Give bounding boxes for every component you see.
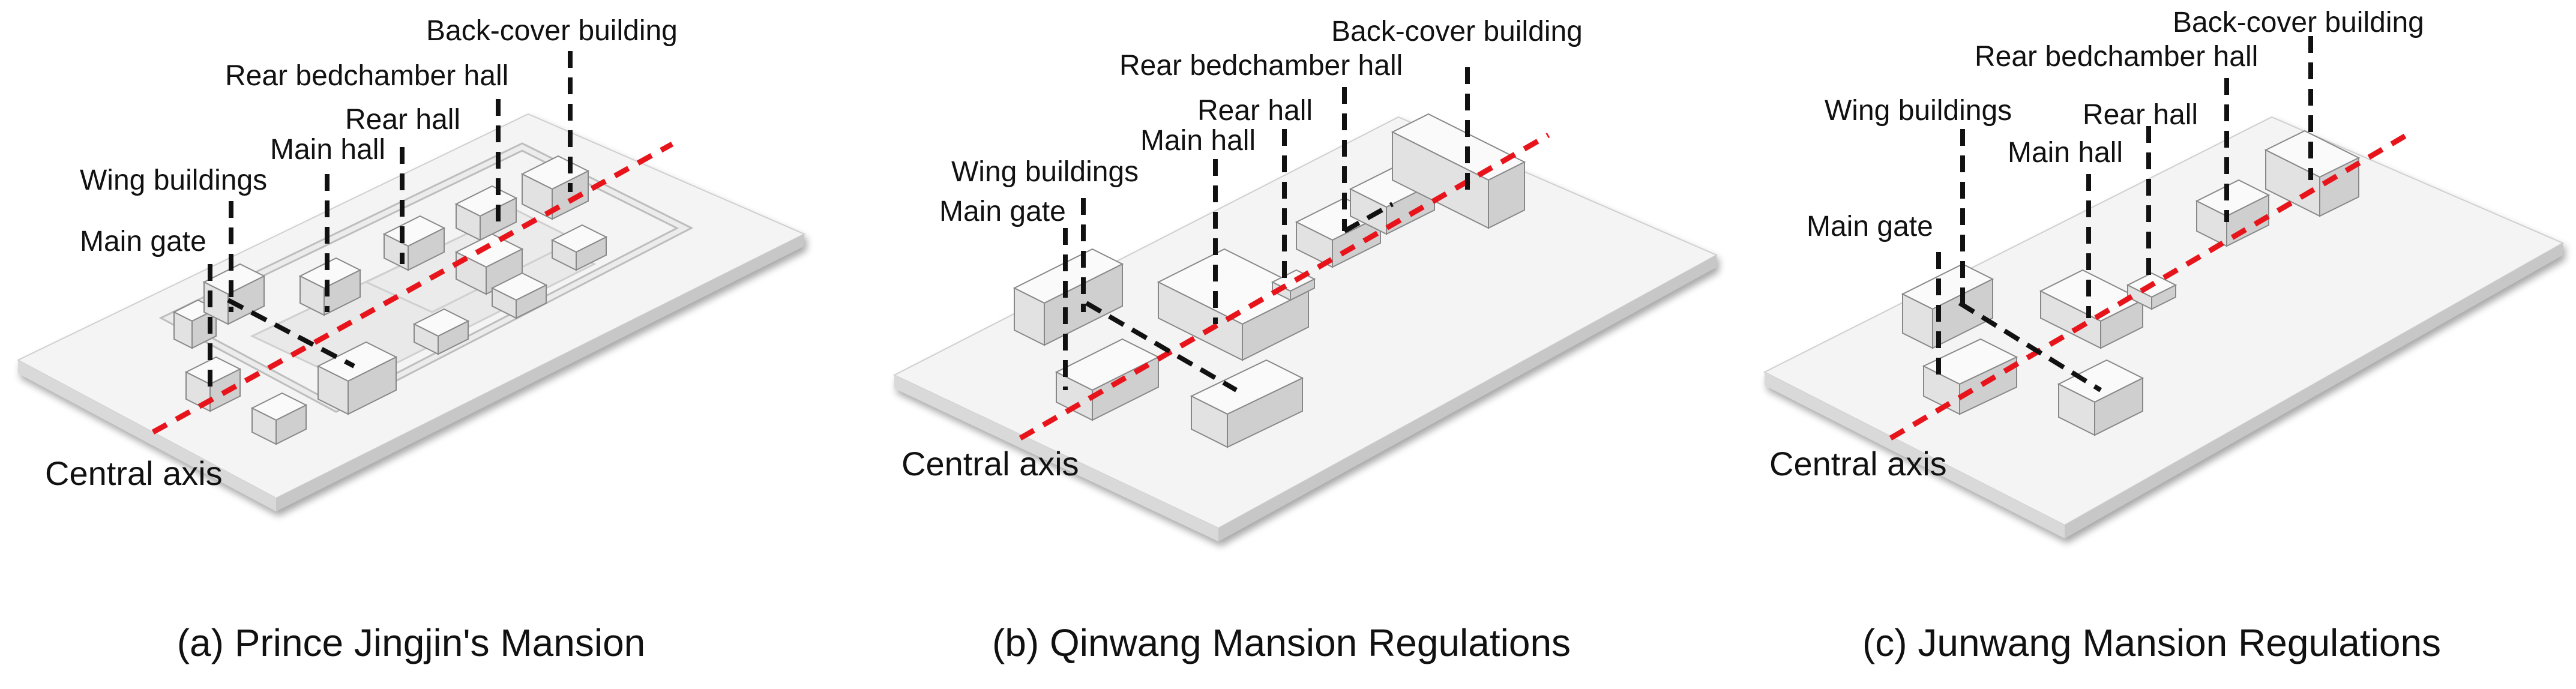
wing-building-b — [1190, 359, 1304, 448]
caption-b: (b) Qinwang Mansion Regulations — [992, 621, 1571, 664]
building — [250, 392, 308, 445]
building — [550, 224, 608, 271]
label-wing-buildings-a: Wing buildings — [80, 164, 267, 196]
label-wing-buildings-c: Wing buildings — [1825, 95, 2012, 127]
central-axis-line-a — [151, 142, 674, 435]
central-axis-line-c — [1889, 133, 2409, 441]
label-main-hall-a: Main hall — [270, 134, 385, 166]
label-main-gate-c: Main gate — [1807, 211, 1933, 242]
label-rear-hall-c: Rear hall — [2083, 99, 2198, 131]
label-central-axis-c: Central axis — [1769, 445, 1947, 483]
wing-building-c — [1922, 338, 2018, 415]
building — [454, 185, 518, 241]
caption-c: (c) Junwang Mansion Regulations — [1862, 621, 2441, 664]
buildings-b — [1013, 113, 1526, 448]
building — [316, 341, 398, 415]
label-main-hall-c: Main hall — [2008, 137, 2123, 169]
label-rear-bedchamber-b: Rear bedchamber hall — [1119, 50, 1403, 82]
label-main-hall-b: Main hall — [1140, 125, 1256, 157]
label-main-gate-a: Main gate — [80, 226, 206, 257]
label-rear-bedchamber-c: Rear bedchamber hall — [1975, 41, 2258, 73]
label-back-cover-b: Back-cover building — [1331, 16, 1583, 47]
label-main-gate-b: Main gate — [939, 196, 1066, 227]
panel-c: Back-cover building Rear bedchamber hall… — [1763, 7, 2565, 664]
caption-a: (a) Prince Jingjin's Mansion — [177, 621, 646, 664]
panel-a: Back-cover building Rear bedchamber hall… — [16, 15, 806, 664]
leader-lines-c — [1936, 36, 2313, 393]
wing-building-c — [2057, 359, 2144, 436]
label-back-cover-c: Back-cover building — [2173, 7, 2424, 38]
panel-b: Back-cover building Rear bedchamber hall… — [892, 16, 1718, 664]
label-rear-hall-a: Rear hall — [345, 104, 460, 136]
building — [490, 272, 548, 319]
label-back-cover-a: Back-cover building — [426, 15, 678, 47]
building — [202, 263, 266, 325]
label-rear-hall-b: Rear hall — [1197, 95, 1313, 127]
label-rear-bedchamber-a: Rear bedchamber hall — [225, 60, 508, 92]
central-axis-line-b — [1019, 133, 1550, 441]
building — [412, 308, 470, 355]
leader-lines-a — [208, 51, 573, 396]
main-gate-building-c — [1901, 263, 1994, 349]
leader-lines-b — [1063, 67, 1470, 393]
building — [298, 257, 362, 316]
back-cover-building-b — [1391, 113, 1526, 229]
site-plate-c — [1763, 116, 2565, 538]
buildings-a — [172, 155, 608, 445]
building — [172, 299, 218, 349]
main-hall-building-c — [2039, 269, 2144, 349]
main-hall-building-b — [1157, 248, 1310, 361]
label-central-axis-a: Central axis — [45, 454, 223, 492]
label-wing-buildings-b: Wing buildings — [951, 156, 1139, 188]
label-central-axis-b: Central axis — [901, 445, 1079, 483]
